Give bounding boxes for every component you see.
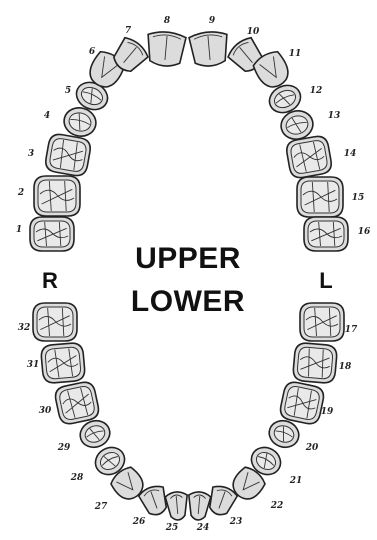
tooth-number-1: 1 xyxy=(16,225,22,235)
tooth-number-22: 22 xyxy=(270,501,284,511)
tooth-number-23: 23 xyxy=(229,517,243,527)
tooth-14[interactable] xyxy=(285,135,333,180)
tooth-number-6: 6 xyxy=(89,47,96,57)
tooth-16[interactable] xyxy=(304,217,348,251)
tooth-9[interactable] xyxy=(189,30,230,67)
tooth-number-27: 27 xyxy=(94,502,108,512)
tooth-15[interactable] xyxy=(297,177,343,217)
tooth-32[interactable] xyxy=(33,303,77,341)
tooth-number-5: 5 xyxy=(65,86,71,96)
tooth-number-21: 21 xyxy=(289,476,303,486)
right-side-label: R xyxy=(42,268,58,293)
tooth-1[interactable] xyxy=(30,217,74,251)
tooth-number-10: 10 xyxy=(247,27,260,37)
tooth-18[interactable] xyxy=(292,342,337,384)
tooth-number-13: 13 xyxy=(328,111,341,121)
tooth-number-31: 31 xyxy=(27,360,40,370)
teeth-group xyxy=(30,30,348,520)
tooth-31[interactable] xyxy=(40,342,85,384)
tooth-number-2: 2 xyxy=(17,188,24,198)
tooth-number-30: 30 xyxy=(39,406,52,416)
tooth-number-24: 24 xyxy=(196,523,210,533)
tooth-number-8: 8 xyxy=(164,16,171,26)
tooth-17[interactable] xyxy=(300,303,344,341)
tooth-number-9: 9 xyxy=(209,16,216,26)
tooth-number-3: 3 xyxy=(28,149,34,159)
tooth-number-25: 25 xyxy=(165,523,179,533)
tooth-3[interactable] xyxy=(44,133,92,178)
tooth-number-14: 14 xyxy=(344,149,357,159)
tooth-number-11: 11 xyxy=(289,49,302,59)
upper-label: UPPER xyxy=(135,242,241,275)
tooth-30[interactable] xyxy=(53,380,100,425)
tooth-8[interactable] xyxy=(146,30,187,67)
tooth-number-20: 20 xyxy=(305,443,319,453)
tooth-25[interactable] xyxy=(165,491,189,521)
tooth-number-17: 17 xyxy=(345,325,358,335)
tooth-number-19: 19 xyxy=(321,407,334,417)
left-side-label: L xyxy=(319,268,332,293)
tooth-24[interactable] xyxy=(187,491,211,521)
tooth-number-12: 12 xyxy=(310,86,323,96)
tooth-number-28: 28 xyxy=(70,473,84,483)
tooth-number-18: 18 xyxy=(339,362,352,372)
tooth-number-4: 4 xyxy=(44,111,50,121)
tooth-number-16: 16 xyxy=(358,227,371,237)
lower-label: LOWER xyxy=(131,285,245,318)
tooth-number-15: 15 xyxy=(352,193,365,203)
tooth-2[interactable] xyxy=(34,176,80,216)
tooth-number-7: 7 xyxy=(125,26,132,36)
tooth-number-32: 32 xyxy=(18,323,31,333)
tooth-number-26: 26 xyxy=(132,517,146,527)
tooth-number-29: 29 xyxy=(57,443,71,453)
tooth-19[interactable] xyxy=(278,380,325,425)
